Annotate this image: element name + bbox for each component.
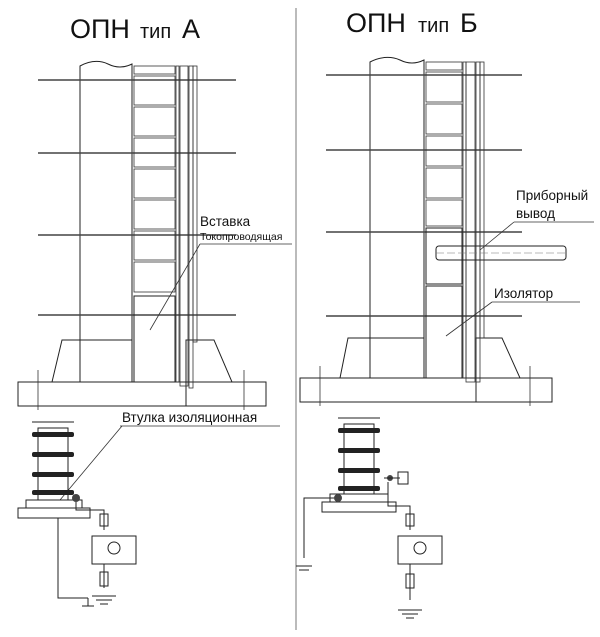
panel-a-outer-shell bbox=[192, 65, 198, 343]
varistor-block bbox=[133, 75, 176, 106]
arrester-shed bbox=[32, 472, 74, 477]
varistor-block bbox=[425, 71, 463, 103]
arrester-flange bbox=[25, 499, 83, 509]
panel-a-label-bushing: Втулка изоляционная bbox=[122, 410, 257, 425]
varistor-block bbox=[133, 106, 176, 137]
panel-b-base-plate bbox=[299, 377, 553, 403]
panel-b-base-left bbox=[339, 337, 425, 379]
panel-a-title-type: тип bbox=[140, 21, 171, 43]
panel-a-bushing-leader bbox=[59, 425, 123, 501]
arrester-lead bbox=[75, 502, 105, 530]
panel-a-label-insert-sub: Токопроводящая bbox=[200, 231, 282, 243]
arrester-terminal bbox=[72, 494, 80, 502]
varistor-block bbox=[133, 168, 176, 199]
panel-a-inner-wall bbox=[175, 65, 180, 383]
panel-b-housing bbox=[369, 56, 425, 379]
arrester-shed bbox=[32, 490, 74, 495]
arrester-shed bbox=[338, 428, 380, 433]
panel-a-conductor bbox=[179, 65, 189, 387]
panel-b-title-letter: Б bbox=[460, 8, 478, 38]
arrester-ground-lead bbox=[303, 497, 334, 558]
panel-b-outer-wall bbox=[475, 61, 481, 383]
panel-b-base-right bbox=[475, 337, 521, 379]
panel-a-housing bbox=[79, 60, 133, 383]
panel-b-conductor bbox=[465, 61, 476, 383]
panel-a-varistor-stack bbox=[133, 65, 176, 293]
panel-b-label-output-sub: вывод bbox=[516, 206, 555, 221]
arrester-shed bbox=[32, 452, 74, 457]
panel-a-base-left bbox=[51, 339, 133, 383]
panel-b-title-type: тип bbox=[418, 15, 449, 37]
panel-a: ОПН тип А bbox=[17, 14, 292, 607]
panel-a-conductive-insert bbox=[133, 295, 176, 383]
panel-b-insulator-block bbox=[425, 285, 463, 379]
counter-dial bbox=[107, 541, 121, 555]
arrester-base bbox=[17, 507, 91, 519]
varistor-block bbox=[133, 65, 176, 75]
arrester-terminal-left bbox=[334, 494, 342, 502]
counter-box bbox=[397, 535, 443, 565]
varistor-block bbox=[133, 261, 176, 293]
ground-connector bbox=[99, 571, 109, 587]
arrester-shed bbox=[338, 486, 380, 491]
arrester-base bbox=[321, 501, 397, 513]
panel-a-title: ОПН bbox=[70, 14, 130, 44]
arrester-body bbox=[343, 423, 375, 495]
varistor-block bbox=[425, 103, 463, 135]
counter-fuse bbox=[99, 513, 109, 527]
counter-dial bbox=[413, 541, 427, 555]
output-lead bbox=[387, 482, 411, 530]
panel-b-outer-shell bbox=[479, 61, 485, 339]
output-cap bbox=[397, 471, 409, 485]
panel-b-insulator-leader bbox=[445, 301, 493, 337]
counter-fuse bbox=[405, 513, 415, 527]
ground-wire bbox=[57, 518, 88, 599]
varistor-block bbox=[133, 230, 176, 261]
panel-a-label-insert: Вставка bbox=[200, 214, 251, 229]
panel-a-base-plate bbox=[17, 381, 267, 407]
varistor-block bbox=[425, 199, 463, 227]
panel-b-inner-wall bbox=[462, 61, 467, 379]
panel-b-title: ОПН bbox=[346, 8, 406, 38]
arrester-body bbox=[37, 427, 69, 501]
arrester-shed bbox=[338, 468, 380, 473]
panel-a-base-right-plate bbox=[185, 381, 267, 407]
arrester-shed bbox=[32, 432, 74, 437]
panel-b-base-right-plate bbox=[475, 377, 553, 403]
panel-b-label-insulator: Изолятор bbox=[494, 286, 553, 301]
panel-b-output-leader bbox=[479, 221, 515, 251]
panel-b-spacer bbox=[425, 227, 463, 285]
varistor-block bbox=[425, 135, 463, 167]
varistor-block bbox=[133, 199, 176, 230]
panel-a-arrester-schematic bbox=[17, 421, 137, 607]
panel-a-title-letter: А bbox=[182, 14, 200, 44]
panel-b: ОПН тип Б bbox=[296, 8, 594, 619]
panel-b-varistor-stack bbox=[425, 61, 463, 227]
panel-b-label-output: Приборный bbox=[516, 188, 588, 203]
ground-connector bbox=[405, 573, 415, 589]
arrester-shed bbox=[338, 448, 380, 453]
varistor-block bbox=[425, 61, 463, 71]
varistor-block bbox=[133, 137, 176, 168]
counter-box bbox=[91, 535, 137, 565]
panel-a-insert-leader bbox=[149, 243, 201, 331]
panel-b-arrester-schematic bbox=[296, 417, 443, 619]
varistor-block bbox=[425, 167, 463, 199]
